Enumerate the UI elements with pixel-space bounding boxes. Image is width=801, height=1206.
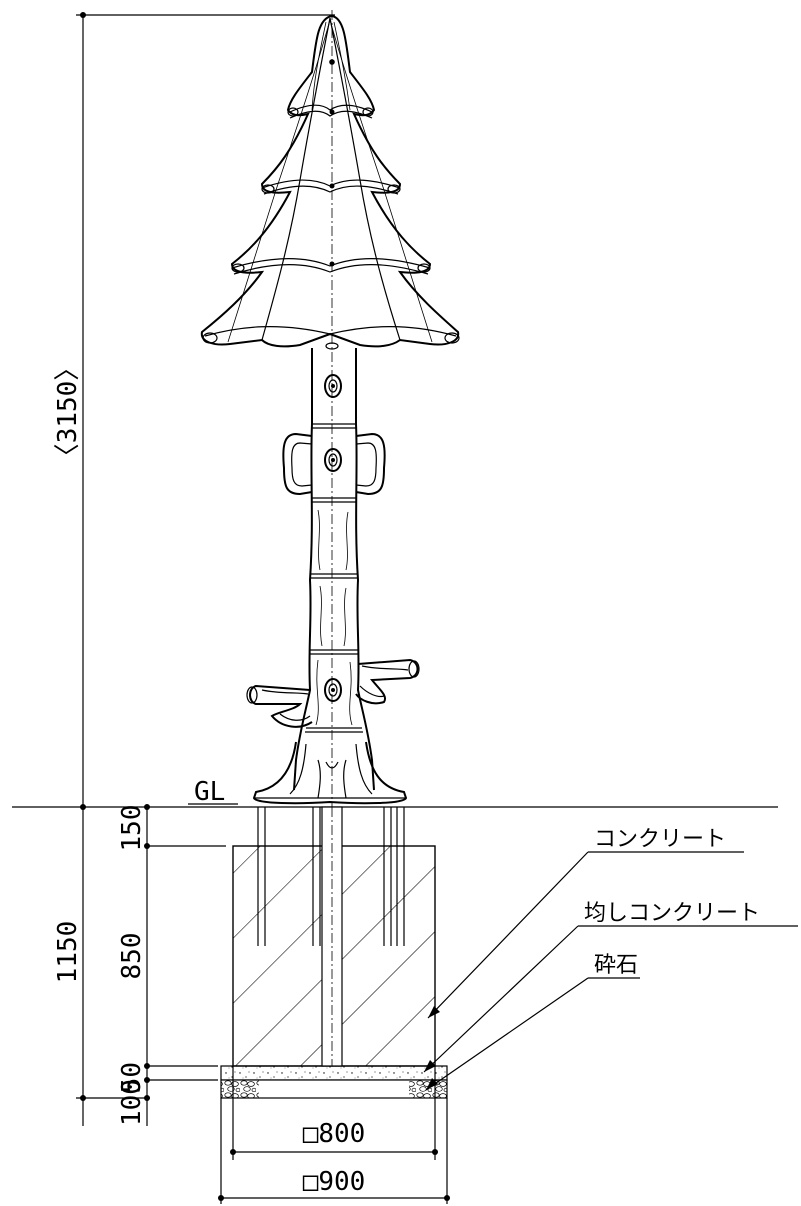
branch-step-left: [246, 684, 313, 728]
grip-handle-right: [355, 432, 386, 496]
leader-leveling-concrete: 均しコンクリート: [423, 901, 798, 1073]
leveling-concrete-label: 均しコンクリート: [584, 901, 760, 926]
depth-leveling-label: 50: [117, 1062, 147, 1093]
dimension-total-height: 〈3150〉: [53, 12, 335, 810]
width-inner-label: □800: [303, 1119, 366, 1149]
tree-root-base: [252, 741, 408, 805]
total-height-label: 〈3150〉: [53, 355, 83, 470]
ground-level-label: GL: [194, 777, 225, 807]
trunk-knot: [324, 678, 342, 702]
branch-step-right: [355, 658, 420, 705]
depth-gravel-label: 100: [117, 1079, 147, 1126]
anchor-rods: [257, 807, 405, 946]
tree-trunk: [293, 342, 375, 791]
foundation: [220, 806, 448, 1099]
depth-top-label: 150: [117, 805, 147, 852]
concrete-label: コンクリート: [594, 827, 726, 852]
tree-canopy: [200, 14, 460, 348]
trunk-knot: [324, 374, 342, 398]
dimension-width-outer: □900: [218, 1098, 450, 1204]
leader-concrete: コンクリート: [427, 827, 744, 1019]
leader-gravel: 砕石: [425, 953, 640, 1091]
dimension-depth-total: 1150: [53, 807, 150, 1126]
grip-handle-left: [282, 432, 313, 496]
depth-total-label: 1150: [53, 921, 83, 984]
depth-concrete-label: 850: [117, 933, 147, 980]
dimension-depth-breakdown: 150 850 50 100: [117, 804, 226, 1126]
leveling-concrete-layer: [220, 1065, 448, 1081]
trunk-knot: [324, 448, 342, 472]
width-outer-label: □900: [303, 1167, 366, 1197]
gravel-label: 砕石: [594, 953, 638, 978]
